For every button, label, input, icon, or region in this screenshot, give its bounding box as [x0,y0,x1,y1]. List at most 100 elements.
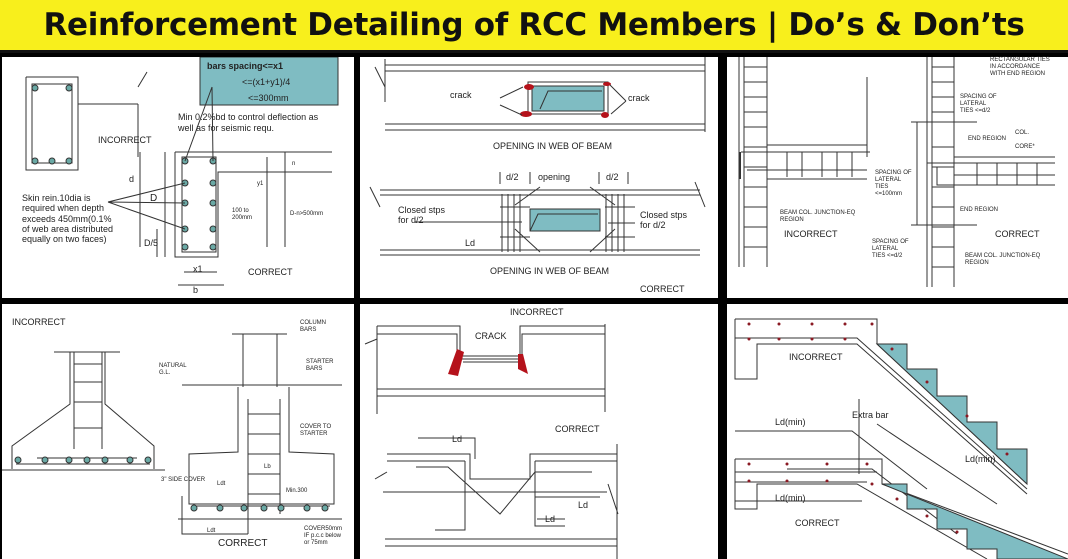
col-core-label: CORE* [1015,144,1035,150]
note-line: IN ACCORDANCE [990,63,1041,70]
correct-label: CORRECT [555,424,600,434]
note-line: LATERAL [960,100,987,107]
note-line: REGION [780,216,804,223]
correct-footing [178,333,342,535]
dim-b: b [193,285,199,295]
ld-label: Ld [545,514,556,524]
note-line: SPACING OF [875,170,912,176]
dim-spacing-line: 100 to [232,208,249,214]
note-line: STARTER [300,430,328,437]
footing-drawing [2,333,342,535]
opening-label: opening [538,172,571,182]
correct-label: CORRECT [795,518,840,528]
note-line: BEAM COL. JUNCTION-EQ [965,253,1041,259]
dim-y1: y1 [257,181,264,187]
note-line: TIES <=d/2 [960,107,991,114]
correct-label: CORRECT [248,267,293,277]
skin-note-line: required when depth [22,203,105,214]
note-line: NATURAL [159,363,187,369]
page-title: Reinforcement Detailing of RCC Members |… [43,7,1025,43]
ld-label: Ld [578,500,589,510]
incorrect-label: INCORRECT [789,352,843,362]
note-line: COVER TO [300,424,332,430]
caption-top: OPENING IN WEB OF BEAM [493,141,613,151]
correct-section [107,86,332,286]
note-line: SPACING OF [872,239,909,245]
incorrect-label: INCORRECT [98,135,152,145]
note-line: BARS [300,326,317,333]
skin-note-line: of web area distributed [22,224,114,235]
note-line: IF p.c.c below [304,532,342,539]
note-line: RECTANGULAR TIES [990,57,1050,63]
note-line: BARS [306,365,323,372]
extra-bar-label: Extra bar [852,410,889,420]
panel-opening-in-web: crack crack OPENING IN WEB OF BEAM d/2 o… [360,57,718,298]
crack-label: crack [450,90,472,100]
note-line: BEAM COL. JUNCTION-EQ [780,210,856,216]
crack-marks [520,82,611,118]
ld-label: Ld [465,238,476,248]
junction-drawing [738,57,1055,287]
incorrect-footing [2,351,165,471]
incorrect-section [25,71,148,171]
ld-min-label: Ld(min) [965,454,996,464]
closed-line: for d/2 [640,220,666,231]
box-line: <=(x1+y1)/4 [242,77,291,87]
note-line: COLUMN [300,320,327,326]
note-line: G.L. [159,369,171,376]
skin-note-line: Skin rein.10dia is [22,193,91,203]
note-line: TIES <=d/2 [872,252,903,259]
d2-left: d/2 [506,172,519,182]
note-line: COVER50mm [304,526,343,532]
dim-depth: D-n>500mm [290,211,324,217]
title-banner: Reinforcement Detailing of RCC Members |… [0,0,1068,53]
dim-n: n [292,161,296,167]
note-line: LATERAL [872,245,899,252]
end-region-top: END REGION [968,136,1007,142]
note-line: SPACING OF [960,94,997,100]
spacing-box [199,57,339,106]
ld-min-label: Ld(min) [775,493,806,503]
correct-label: CORRECT [995,229,1040,239]
ldt-label: Ldt [217,481,226,487]
d2-right: d/2 [606,172,619,182]
end-region-bottom: END REGION [960,207,999,213]
dim-spacing-line: 200mm [232,214,253,221]
note-line: REGION [965,259,989,266]
note-line: STARTER [306,359,334,365]
col-core-label: COL. [1015,130,1030,136]
min-note: Min 0.2%bd to control deflection as [178,112,319,122]
min-note: well as for seismic requ. [178,123,275,133]
ldt-label: Ldt [207,528,216,534]
web-opening-drawing [369,57,706,256]
staircase-drawing [734,318,1068,559]
incorrect-label: INCORRECT [784,229,838,239]
closed-line: for d/2 [398,215,424,226]
note-line: <=100mm [875,190,903,197]
caption-bottom: OPENING IN WEB OF BEAM [490,266,610,276]
note-line: LATERAL [875,176,902,183]
dim-D: D [150,193,158,204]
correct-label: CORRECT [640,284,685,294]
correct-label: CORRECT [218,538,268,549]
crack-label: CRACK [475,331,507,341]
panel-slab-beam-drop: INCORRECT CRACK CORRECT Ld Ld Ld [360,304,718,559]
dim-D5: D/5 [144,238,159,248]
panel-staircase: INCORRECT Extra bar Ld(min) Ld(min) Ld(m… [727,304,1068,559]
incorrect-label: INCORRECT [12,317,66,327]
